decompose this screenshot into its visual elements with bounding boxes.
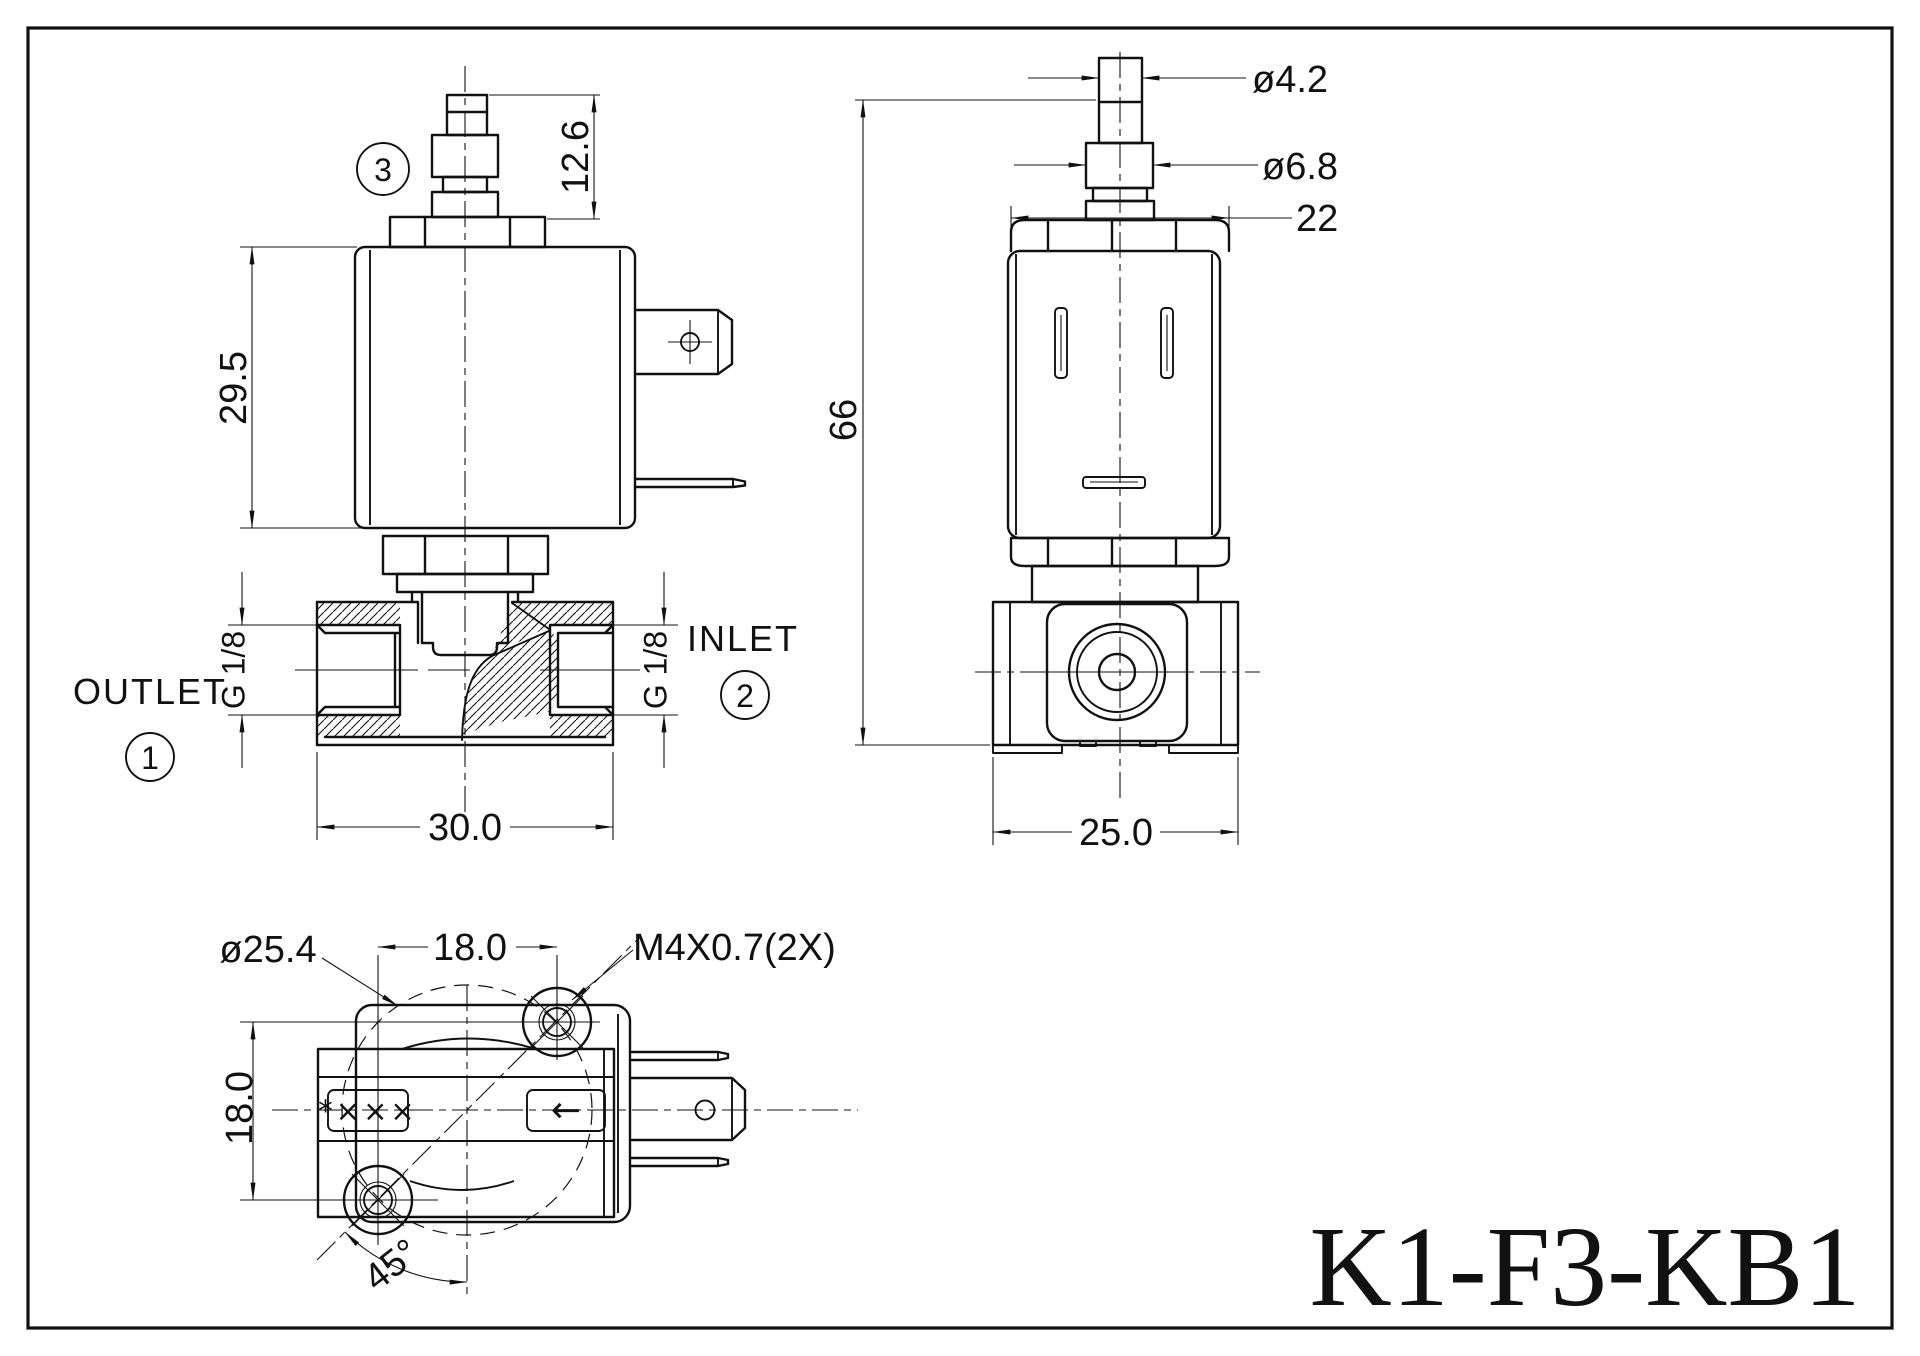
part-number-title: K1-F3-KB1 [1309,1203,1860,1330]
balloon-stem-number: 3 [374,152,392,188]
marking-boxes: *××× ← [318,1089,606,1132]
side-bottom-hexnut [1009,536,1231,568]
dim-hole-pitch-v: 18.0 [219,1071,261,1145]
dim-screw-angle: 45° [356,1231,427,1299]
dim-stem-height: 12.6 [555,120,597,194]
balloon-outlet: 1 [125,732,175,782]
front-view: 12.6 29.5 G 1/8 G 1/8 30.0 OUTLET 1 INLE… [73,66,799,849]
drawing-border [26,26,1894,1330]
front-coil [353,245,637,530]
side-coil [1006,249,1222,540]
coil-slot-left [1054,307,1068,379]
dim-overall-height: 66 [823,399,865,441]
balloon-stem: 3 [356,142,410,196]
coil-slot-bottom [1082,476,1146,489]
dim-plunger-dia: ø6.8 [1262,146,1338,188]
inlet-label: INLET [687,618,799,659]
connector-pin [633,477,747,489]
dim-stem-dia: ø4.2 [1252,59,1328,101]
pin-top [628,1050,730,1062]
dim-body-depth: 25.0 [1079,812,1153,854]
outlet-label: OUTLET [73,671,227,712]
flow-direction-arrow-icon: ← [551,1090,581,1131]
coil-slot-right [1160,307,1174,379]
side-view: ø4.2 ø6.8 22 66 25.0 [823,52,1338,854]
dim-body-width: 30.0 [428,807,502,849]
bottom-view: *××× ← ø25.4 [219,927,858,1300]
balloon-outlet-number: 1 [141,740,159,776]
dim-inlet-thread: G 1/8 [637,631,673,709]
dim-hex-width: 22 [1296,198,1338,240]
front-top-hexnut [388,215,547,249]
spade-hole-bottom [694,1099,716,1121]
front-valve-body [315,600,615,747]
dim-bolt-circle: ø25.4 [219,929,316,971]
dim-coil-height: 29.5 [213,351,255,425]
side-valve-body [991,600,1240,754]
dim-outlet-thread: G 1/8 [215,631,251,709]
front-dimensions: 12.6 29.5 G 1/8 G 1/8 30.0 [213,94,678,849]
side-dimensions: ø4.2 ø6.8 22 66 25.0 [823,59,1338,854]
dim-hole-pitch-h: 18.0 [433,927,507,969]
pin-bottom [628,1156,730,1168]
bottom-body [316,1047,616,1219]
front-connector [633,308,747,489]
front-solenoid-stem [430,93,500,219]
front-bonnet [395,572,535,657]
balloon-inlet-number: 2 [736,678,754,714]
balloon-inlet: 2 [720,670,770,720]
bottom-connector [628,1050,747,1168]
date-code-marking: *××× [318,1094,417,1128]
dim-screw-thread: M4X0.7(2X) [633,927,836,969]
bottom-mount-plate [354,1003,632,1224]
side-mount-plate [1030,564,1200,604]
